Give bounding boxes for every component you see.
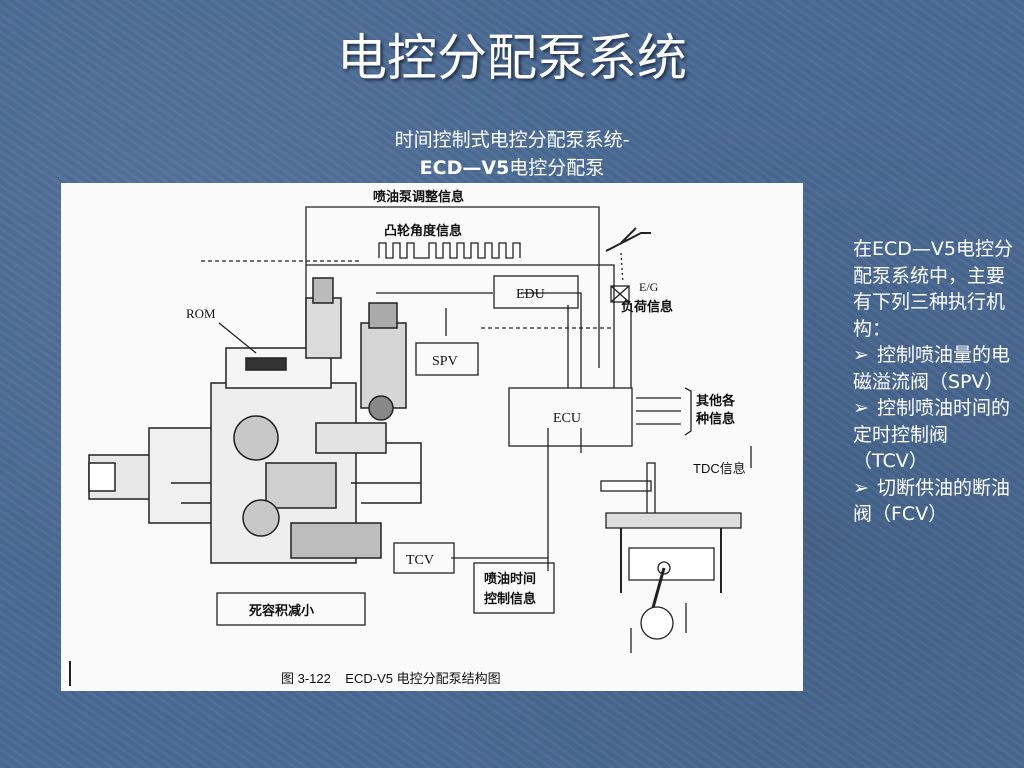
slide-title: 电控分配泵系统 [337,29,687,87]
cam-angle-line [306,264,615,388]
label-rom: ROM [186,306,216,321]
edu-box [493,275,579,309]
accelerator-pedal [605,227,651,252]
ecu-box [508,387,633,447]
subtitle-line-1: 时间控制式电控分配泵系统- [394,129,630,151]
side-bullet-2-text: 控制喷油时间的定时控制阀（TCV） [853,397,1011,472]
pump-body [88,277,422,564]
side-bullet-3: ➢切断供油的断油阀（FCV） [853,475,1013,528]
piston [628,547,715,581]
subtitle-pump: 电控分配泵 [509,157,605,179]
eg-sensor [610,285,630,303]
inj-time-box [473,562,555,614]
label-ecu: ECU [553,411,581,426]
subtitle-model: ECD—V5 [419,157,510,179]
side-bullet-1: ➢控制喷油量的电磁溢流阀（SPV） [853,342,1013,395]
arrow-bullet-icon: ➢ [853,397,869,419]
tcv-box [393,542,455,574]
side-intro: 在ECD—V5电控分配泵系统中，主要有下列三种执行机构： [853,238,1013,340]
ecu-edu-line [521,292,582,388]
dead-volume-box [216,592,366,626]
subtitle-line-2: ECD—V5电控分配泵 [262,154,762,182]
cam-pulse-train [378,242,521,259]
figure-caption: 图 3-122 ECD-V5 电控分配泵结构图 [281,671,501,686]
sensor-bar [600,480,652,492]
label-dead: 死容积减小 [249,603,314,618]
arrow-bullet-icon: ➢ [853,344,869,366]
side-description: 在ECD—V5电控分配泵系统中，主要有下列三种执行机构： ➢控制喷油量的电磁溢流… [853,236,1013,528]
label-tdc: TDC信息 [693,461,746,476]
label-other-2: 种信息 [695,411,735,426]
label-inj-1: 喷油时间 [484,571,536,586]
crank [640,606,674,640]
pump-diagram-figure: 喷油泵调整信息 凸轮角度信息 ROM EDU E/G 负荷信息 SPV ECU … [61,183,803,691]
side-bullet-3-text: 切断供油的断油阀（FCV） [853,476,1011,526]
cylinder [620,528,722,593]
label-cam-angle: 凸轮角度信息 [384,223,462,238]
label-inj-2: 控制信息 [484,591,536,606]
side-bullet-1-text: 控制喷油量的电磁溢流阀（SPV） [853,344,1011,393]
label-other-1: 其他各 [696,393,736,408]
label-edu: EDU [516,287,545,302]
label-spv: SPV [432,354,458,369]
slide-subtitle: 时间控制式电控分配泵系统- ECD—V5电控分配泵 [262,126,762,182]
label-load: 负荷信息 [621,299,673,314]
label-tcv: TCV [406,553,434,568]
arrow-bullet-icon: ➢ [853,476,869,499]
pump-adjust-line [305,206,600,368]
label-pump-adjust: 喷油泵调整信息 [373,189,464,204]
side-bullet-2: ➢控制喷油时间的定时控制阀（TCV） [853,395,1013,475]
spv-box [415,342,479,376]
label-eg: E/G [639,280,659,294]
cylinder-head [605,512,742,529]
